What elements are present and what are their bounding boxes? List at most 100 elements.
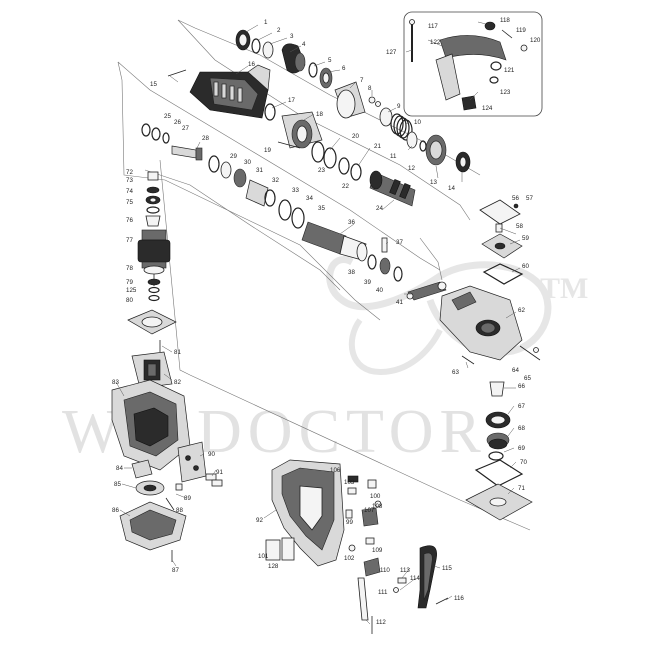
connecting-rod-parts <box>367 254 447 301</box>
part-label: 128 <box>268 563 279 570</box>
part-label: 29 <box>230 153 237 160</box>
part-label: 24 <box>376 205 383 212</box>
part-label: 10 <box>414 119 421 126</box>
part-label: 119 <box>516 27 526 34</box>
gear-housing-parts <box>439 199 541 521</box>
part-label: 124 <box>482 105 493 112</box>
part-label: 28 <box>202 135 209 142</box>
part-label: 99 <box>346 519 353 526</box>
part-label: 57 <box>526 195 533 202</box>
part-label: 33 <box>292 187 299 194</box>
part-label: 35 <box>318 205 325 212</box>
part-label: 3 <box>290 33 294 40</box>
part-label: 30 <box>244 159 251 166</box>
crank-shaft-parts <box>141 123 203 161</box>
part-label: 22 <box>342 183 349 190</box>
part-label: 121 <box>504 67 515 74</box>
part-label: 115 <box>442 565 452 572</box>
part-label: 87 <box>172 567 179 574</box>
part-label: 31 <box>256 167 263 174</box>
piston-assembly <box>311 141 416 207</box>
part-label: 13 <box>430 179 437 186</box>
front-gear-assembly <box>235 29 471 173</box>
part-label: 118 <box>500 17 510 24</box>
part-label: 6 <box>342 65 346 72</box>
part-label: 102 <box>344 555 355 562</box>
part-label: 91 <box>216 469 223 476</box>
part-label: 113 <box>400 567 410 574</box>
part-label: 103 <box>344 479 355 486</box>
part-label: 63 <box>452 369 459 376</box>
part-label: 85 <box>114 481 121 488</box>
watermark-tm: TM <box>540 272 588 305</box>
part-label: 78 <box>126 265 133 272</box>
leader-lines <box>115 21 521 625</box>
part-label: 123 <box>500 89 511 96</box>
part-label: 18 <box>316 111 323 118</box>
part-label: 16 <box>248 61 255 68</box>
part-label: 84 <box>116 465 123 472</box>
part-label: 88 <box>176 507 183 514</box>
part-label: 62 <box>518 307 525 314</box>
part-label: 108 <box>372 503 383 510</box>
part-label: 59 <box>522 235 529 242</box>
part-label: 80 <box>126 297 133 304</box>
part-label: 69 <box>518 445 525 452</box>
part-label: 86 <box>112 507 119 514</box>
part-label: 39 <box>364 279 371 286</box>
barrel-housing <box>167 64 271 119</box>
part-label: 4 <box>302 41 306 48</box>
part-label: 89 <box>184 495 191 502</box>
part-label: 71 <box>518 485 525 492</box>
part-label: 73 <box>126 177 133 184</box>
part-label: 40 <box>376 287 383 294</box>
part-label: 58 <box>516 223 523 230</box>
part-label: 41 <box>396 299 403 306</box>
part-label: 5 <box>328 57 332 64</box>
part-label: 101 <box>258 553 269 560</box>
part-label: 8 <box>368 85 372 92</box>
part-label: 111 <box>378 589 388 596</box>
part-label: 60 <box>522 263 529 270</box>
part-label: 76 <box>126 217 133 224</box>
part-label: 122 <box>430 39 441 46</box>
part-label: 2 <box>277 27 281 34</box>
part-label: 90 <box>208 451 215 458</box>
part-label: 92 <box>256 517 263 524</box>
part-label: 81 <box>174 349 181 356</box>
part-label: 116 <box>454 595 464 602</box>
part-label: 14 <box>448 185 455 192</box>
part-label: 110 <box>380 567 390 574</box>
part-label: 107 <box>364 507 375 514</box>
part-label: 79 <box>126 279 133 286</box>
part-label: 120 <box>530 37 541 44</box>
side-handle-inset <box>403 11 543 117</box>
part-label: 20 <box>352 133 359 140</box>
part-label: 68 <box>518 425 525 432</box>
part-label: 114 <box>410 575 420 582</box>
part-label: 37 <box>396 239 403 246</box>
part-label: 127 <box>386 49 397 56</box>
part-label: 100 <box>370 493 381 500</box>
part-label: 9 <box>397 103 401 110</box>
part-label: 17 <box>288 97 295 104</box>
part-label: 19 <box>264 147 271 154</box>
part-label: 77 <box>126 237 133 244</box>
part-label: 112 <box>376 619 386 626</box>
part-label: 32 <box>272 177 279 184</box>
part-label: 25 <box>164 113 171 120</box>
part-label: 75 <box>126 199 133 206</box>
part-label: 38 <box>348 269 355 276</box>
part-label: 1 <box>264 19 268 26</box>
crank-housing <box>264 103 323 149</box>
part-label: 72 <box>126 169 133 176</box>
cylinder-assembly <box>208 155 388 262</box>
part-label: 11 <box>390 153 397 160</box>
part-label: 12 <box>408 165 415 172</box>
part-label: 70 <box>520 459 527 466</box>
part-label: 74 <box>126 188 133 195</box>
part-label: 64 <box>512 367 519 374</box>
part-label: 21 <box>374 143 381 150</box>
